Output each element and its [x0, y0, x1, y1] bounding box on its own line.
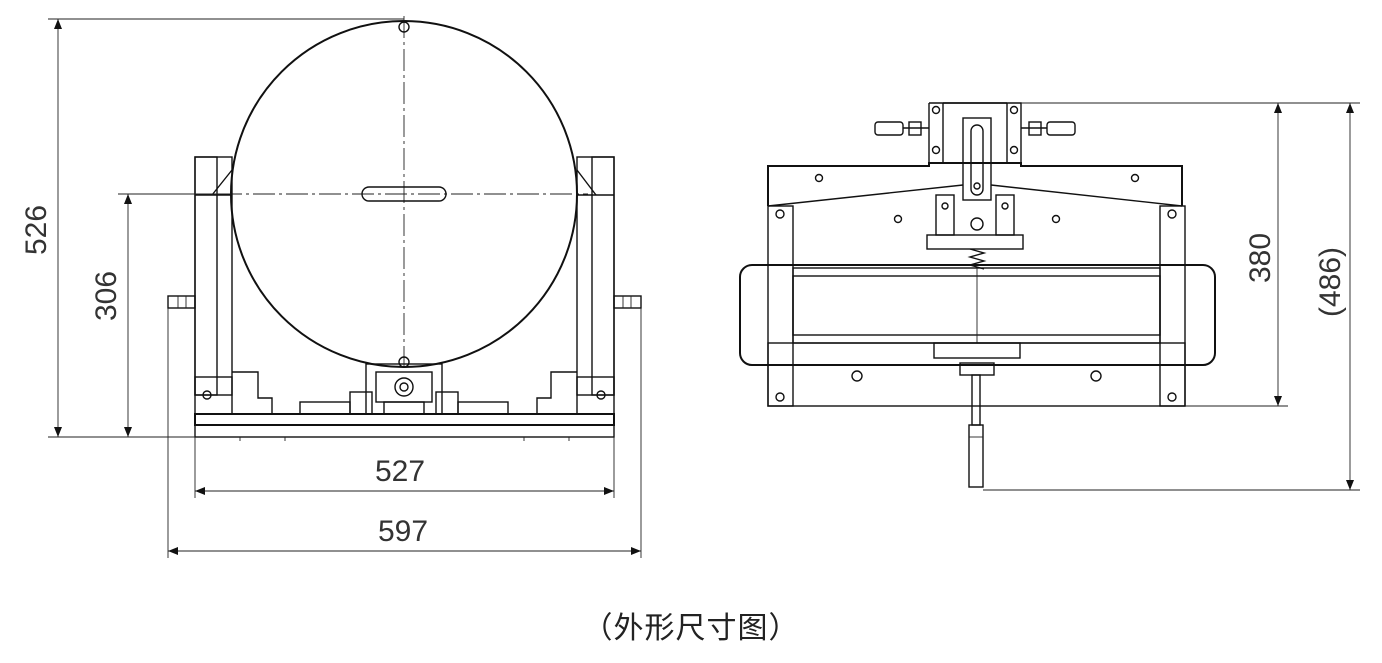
front-right-upright: [576, 156, 642, 415]
side-dimensions: 380 (486): [983, 102, 1360, 491]
dim-front-base-width: 527: [375, 455, 425, 488]
front-left-upright: [167, 156, 233, 415]
dim-front-inner-height: 306: [90, 271, 123, 321]
dim-side-body-height: 380: [1244, 233, 1277, 283]
side-view: [739, 102, 1216, 488]
front-view: [167, 16, 642, 441]
dim-front-height: 526: [20, 205, 53, 255]
front-dimensions: 526 306 527 597: [20, 18, 642, 558]
dim-side-overall-height: (486): [1314, 247, 1347, 317]
dim-front-overall-width: 597: [378, 515, 428, 548]
figure-caption: （外形尺寸图）: [582, 611, 800, 646]
